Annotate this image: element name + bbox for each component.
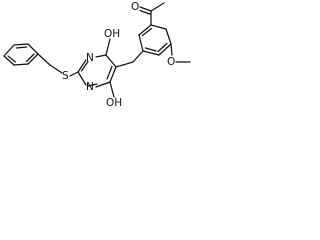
- thioether-linker: [37, 53, 79, 77]
- methylene-bridge: [115, 50, 144, 68]
- sulfur-label: S: [62, 70, 69, 82]
- pyrimidine-ring: [77, 54, 117, 88]
- methoxy-oxygen-label: O: [167, 56, 175, 68]
- hydroxyl-bonds: [105, 38, 115, 98]
- hydroxyl-bottom-label: OH: [106, 97, 122, 109]
- aryl-ring: [138, 24, 172, 56]
- methoxy-group: [170, 43, 191, 63]
- acetyl-group: [139, 2, 165, 26]
- benzyl-ring: [3, 43, 39, 66]
- molecule-diagram: O OH O N S N OH: [3, 1, 191, 109]
- ketone-oxygen-label: O: [131, 1, 139, 13]
- ring-nitrogen-upper-label: N: [86, 52, 94, 64]
- ring-nitrogen-lower-label: N: [86, 81, 94, 93]
- hydroxyl-top-label: OH: [104, 28, 120, 40]
